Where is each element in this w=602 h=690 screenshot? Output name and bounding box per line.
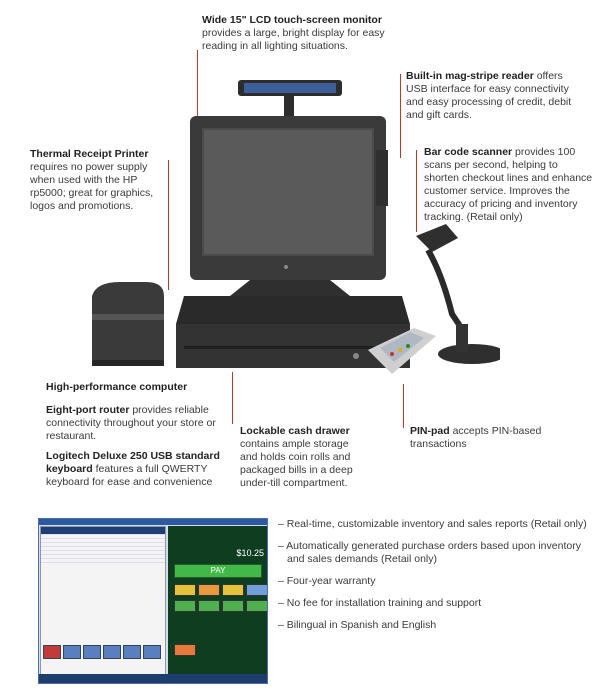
list-item <box>41 543 165 547</box>
pos-software-screenshot: $10.25 PAY <box>38 518 268 684</box>
list-item <box>41 555 165 559</box>
feature-item: – Four-year warranty <box>278 575 376 587</box>
pos-action-button <box>246 584 267 596</box>
feature-list: – Real-time, customizable inventory and … <box>278 518 588 641</box>
callout-scanner-body: provides 100 scans per second, helping t… <box>424 146 593 223</box>
leader-drawer <box>232 372 233 424</box>
pos-pay-button: PAY <box>174 564 262 578</box>
pos-titlebar <box>39 519 267 525</box>
leader-scanner <box>416 150 417 232</box>
barcode-scanner <box>416 224 500 364</box>
callout-computer: High-performance computer <box>46 381 226 394</box>
pos-action-button <box>174 600 196 612</box>
callout-monitor: Wide 15" LCD touch-screen monitor provid… <box>202 14 402 53</box>
receipt-printer <box>92 282 164 366</box>
callout-pinpad: PIN-pad accepts PIN-based transactions <box>410 425 550 451</box>
pos-keypad <box>43 645 167 677</box>
pos-action-button <box>222 600 244 612</box>
leader-magstripe <box>400 74 401 158</box>
cash-drawer <box>176 296 410 368</box>
pos-item-list <box>40 526 166 676</box>
pos-totals-panel: $10.25 PAY <box>168 526 267 676</box>
pos-key <box>123 645 141 659</box>
leader-printer <box>168 160 169 290</box>
pos-key <box>43 645 61 659</box>
callout-drawer-title: Lockable cash drawer <box>240 425 350 437</box>
list-item <box>41 551 165 555</box>
list-item <box>41 539 165 543</box>
pos-action-button <box>198 600 220 612</box>
callout-magstripe-title: Built-in mag-stripe reader <box>406 70 534 82</box>
pos-key <box>103 645 121 659</box>
pole-display <box>238 80 342 118</box>
list-item <box>41 547 165 551</box>
feature-item: – Real-time, customizable inventory and … <box>278 518 587 530</box>
callout-computer-title: High-performance computer <box>46 381 188 393</box>
callout-pinpad-body: accepts PIN-based transactions <box>410 425 542 450</box>
pos-key <box>143 645 161 659</box>
pos-action-button <box>222 584 244 596</box>
callout-drawer-body: contains ample storage and holds coin ro… <box>240 438 353 489</box>
callout-printer-body: requires no power supply when used with … <box>30 161 154 212</box>
pos-key <box>63 645 81 659</box>
touch-monitor <box>190 116 388 296</box>
leader-monitor <box>197 50 198 118</box>
callout-monitor-body: provides a large, bright display for eas… <box>202 27 385 52</box>
pos-action-button <box>246 600 267 612</box>
callout-keyboard-title: Logitech Deluxe 250 USB standard keyboar… <box>46 450 220 475</box>
pos-action-button <box>174 644 196 656</box>
callout-monitor-title: Wide 15" LCD touch-screen monitor <box>202 14 382 26</box>
callout-router: Eight-port router provides reliable conn… <box>46 404 226 443</box>
list-item <box>41 535 165 539</box>
pos-hardware-illustration <box>92 80 500 374</box>
pos-action-button <box>174 584 196 596</box>
pos-action-button <box>198 584 220 596</box>
pin-pad <box>368 328 436 374</box>
pos-key <box>83 645 101 659</box>
callout-printer: Thermal Receipt Printer requires no powe… <box>30 148 164 213</box>
callout-scanner: Bar code scanner provides 100 scans per … <box>424 146 594 224</box>
callout-pinpad-title: PIN-pad <box>410 425 450 437</box>
callout-keyboard: Logitech Deluxe 250 USB standard keyboar… <box>46 450 222 489</box>
callout-magstripe-body: offers USB interface for easy connectivi… <box>406 70 572 121</box>
list-item <box>41 559 165 563</box>
leader-pinpad <box>403 384 404 428</box>
callout-magstripe: Built-in mag-stripe reader offers USB in… <box>406 70 586 122</box>
callout-printer-title: Thermal Receipt Printer <box>30 148 149 160</box>
callout-router-body: provides reliable connectivity throughou… <box>46 404 216 442</box>
callout-drawer: Lockable cash drawer contains ample stor… <box>240 425 368 490</box>
feature-item: – Automatically generated purchase order… <box>278 540 581 565</box>
pos-function-bar <box>39 674 267 683</box>
pos-total: $10.25 <box>236 548 264 558</box>
list-item <box>41 527 165 535</box>
feature-item: – No fee for installation training and s… <box>278 597 482 609</box>
callout-scanner-title: Bar code scanner <box>424 146 513 158</box>
callout-keyboard-body: features a full QWERTY keyboard for ease… <box>46 463 213 488</box>
callout-router-title: Eight-port router <box>46 404 130 416</box>
feature-item: – Bilingual in Spanish and English <box>278 619 437 631</box>
